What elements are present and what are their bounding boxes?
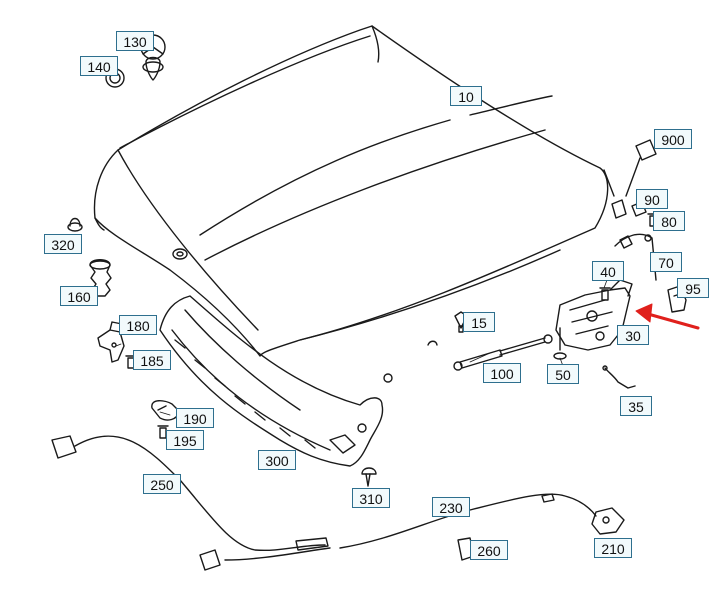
callout-250: 250 — [143, 474, 181, 494]
callout-140: 140 — [80, 56, 118, 76]
release-cable-front — [51, 435, 331, 571]
callout-130: 130 — [116, 31, 154, 51]
callout-230: 230 — [432, 497, 470, 517]
callout-190: 190 — [176, 408, 214, 428]
callout-80: 80 — [653, 211, 685, 231]
callout-900: 900 — [654, 129, 692, 149]
bump-stop — [67, 217, 83, 232]
callout-210: 210 — [594, 538, 632, 558]
callout-195: 195 — [166, 430, 204, 450]
callout-30: 30 — [617, 325, 649, 345]
callout-185: 185 — [133, 350, 171, 370]
callout-90: 90 — [636, 189, 668, 209]
leader-lines — [115, 279, 608, 416]
callout-260: 260 — [470, 540, 508, 560]
callout-180: 180 — [119, 315, 157, 335]
callout-70: 70 — [650, 252, 682, 272]
callout-35: 35 — [620, 396, 652, 416]
release-lever — [591, 507, 625, 535]
callout-300: 300 — [258, 450, 296, 470]
push-in-rivet — [361, 467, 377, 487]
release-cable-rear — [339, 493, 597, 549]
callout-160: 160 — [60, 286, 98, 306]
lock-screw — [599, 287, 611, 301]
gas-spring-strut — [453, 334, 553, 371]
callout-100: 100 — [483, 363, 521, 383]
callout-320: 320 — [44, 234, 82, 254]
hood-edge-fastener — [427, 340, 438, 346]
callout-40: 40 — [592, 261, 624, 281]
bent-rod — [602, 365, 636, 389]
wiring-harness — [614, 233, 657, 281]
callout-10: 10 — [450, 86, 482, 106]
callout-310: 310 — [352, 488, 390, 508]
callout-15: 15 — [463, 312, 495, 332]
callout-95: 95 — [677, 278, 709, 298]
highlight-arrow — [635, 303, 700, 330]
callout-50: 50 — [547, 364, 579, 384]
hood-panel — [93, 25, 609, 357]
hood-seal-strip — [159, 295, 384, 467]
hood-fastener-point — [383, 373, 393, 383]
contact-switch — [603, 139, 657, 219]
